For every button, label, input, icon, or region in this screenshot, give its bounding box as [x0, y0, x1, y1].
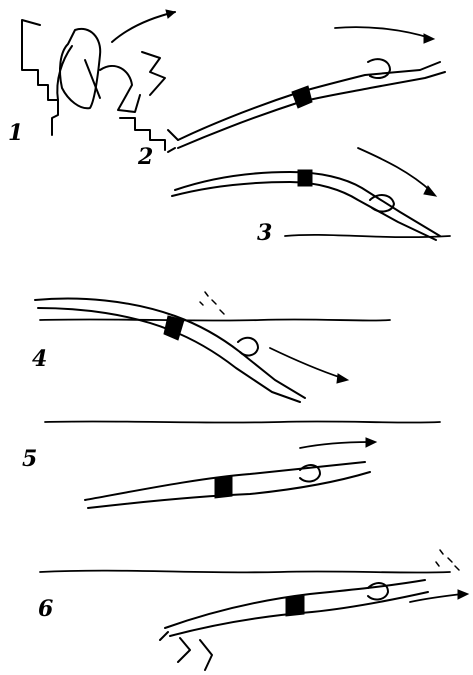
step-label-5: 5	[22, 448, 37, 470]
water-line-5	[45, 421, 440, 422]
surface-swimsuit	[286, 596, 304, 616]
flight-swimmer-body-lower	[178, 72, 445, 148]
arrowhead-5	[366, 438, 376, 447]
entry-swimmer-body-lower	[172, 182, 436, 240]
arrowhead-4	[337, 374, 348, 383]
glide-swimsuit	[215, 476, 232, 498]
panel-5-glide	[45, 421, 440, 508]
entry-swimsuit	[298, 170, 312, 186]
starting-block	[22, 20, 58, 135]
water-line-4	[40, 319, 390, 320]
trajectory-arrow-1	[112, 12, 175, 42]
step-label-1: 1	[8, 122, 23, 144]
glide-down-swimsuit	[164, 316, 184, 340]
glide-down-swimmer-body	[35, 299, 305, 398]
panel-6-surfacing	[40, 550, 468, 670]
flight-feet	[168, 130, 178, 152]
arrowhead-1	[166, 10, 175, 18]
entry-arrow-line	[358, 148, 432, 192]
panel-3-entry	[172, 148, 450, 240]
arrowhead-2	[424, 34, 434, 43]
splash-marks-6	[436, 550, 459, 570]
panel-4-glide-down	[35, 292, 390, 402]
crouched-swimmer-body	[60, 29, 100, 108]
step-label-3: 3	[257, 222, 272, 244]
splash-marks-4	[200, 292, 224, 314]
glide-arrow-line	[300, 442, 370, 448]
flight-swimsuit	[292, 86, 312, 108]
flight-arrow-line	[335, 27, 430, 38]
step-label-2: 2	[138, 146, 153, 168]
glide-down-head	[238, 338, 258, 356]
water-line-6	[40, 571, 450, 573]
surface-kicking-feet	[160, 632, 212, 670]
step-label-4: 4	[32, 348, 47, 370]
arrowhead-6	[458, 590, 468, 599]
glide-down-arrow-line	[270, 348, 342, 378]
panel-2-flight	[168, 27, 445, 152]
surface-head	[368, 583, 388, 599]
crouched-swimmer-leg	[100, 66, 140, 112]
step-label-6: 6	[38, 598, 53, 620]
swimmer-hand	[142, 52, 165, 95]
entry-head	[370, 195, 394, 211]
panel-1-crouch	[22, 10, 175, 150]
